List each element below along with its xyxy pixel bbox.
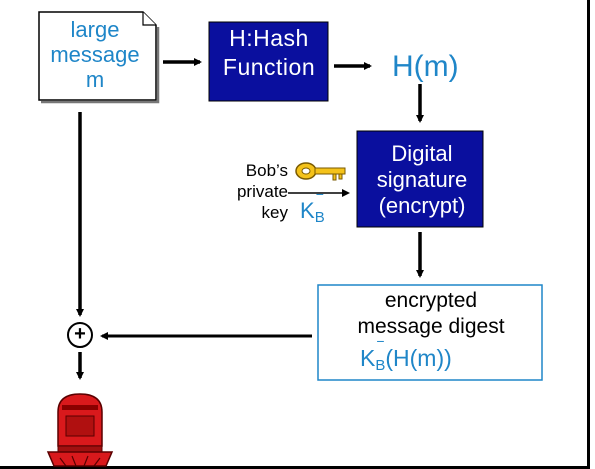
encrypted-digest-label: encrypted message digest bbox=[320, 288, 542, 340]
mailbox-icon bbox=[46, 393, 114, 467]
encrypted-digest-formula: KB −(H(m)) bbox=[360, 333, 452, 374]
formula-subscript: B bbox=[375, 357, 386, 374]
formula-rest: (H(m)) bbox=[385, 345, 452, 371]
hash-function-box bbox=[208, 21, 329, 102]
formula-letter: K bbox=[360, 345, 376, 371]
message-document: large message m bbox=[43, 17, 147, 92]
message-line-large: large bbox=[70, 17, 120, 42]
hash-output-label: H(m) bbox=[392, 50, 459, 83]
formula-superscript: − bbox=[376, 333, 385, 349]
private-key-line-1: Bob’s bbox=[245, 161, 288, 180]
encrypted-line-2: message digest bbox=[357, 315, 505, 338]
encrypted-digest-box bbox=[317, 284, 543, 381]
hash-line-1: H:Hash bbox=[229, 25, 309, 51]
signature-line-2: signature bbox=[376, 167, 468, 192]
private-key-superscript: − bbox=[315, 186, 324, 202]
plus-circle-icon bbox=[67, 322, 93, 348]
hash-line-2: Function bbox=[222, 54, 316, 80]
encrypted-line-1: encrypted bbox=[384, 289, 478, 312]
document-icon bbox=[38, 11, 160, 104]
private-key-label: Bob’s private key bbox=[212, 160, 288, 223]
private-key-symbol: KB − bbox=[300, 186, 325, 226]
message-line-message: message bbox=[50, 42, 140, 67]
signature-line-1: Digital bbox=[391, 141, 453, 166]
digital-signature-label: Digital signature (encrypt) bbox=[360, 141, 484, 219]
signature-line-3: (encrypt) bbox=[378, 193, 466, 218]
message-line-m: m bbox=[85, 67, 105, 92]
key-icon bbox=[295, 162, 346, 181]
digital-signature-box bbox=[356, 130, 484, 228]
private-key-subscript: B bbox=[314, 209, 325, 226]
hash-function-label: H:Hash Function bbox=[211, 24, 327, 82]
combine-plus-symbol: + bbox=[74, 323, 86, 345]
private-key-letter: K bbox=[300, 198, 315, 223]
private-key-line-2: private bbox=[236, 182, 288, 201]
private-key-line-3: key bbox=[261, 203, 288, 222]
